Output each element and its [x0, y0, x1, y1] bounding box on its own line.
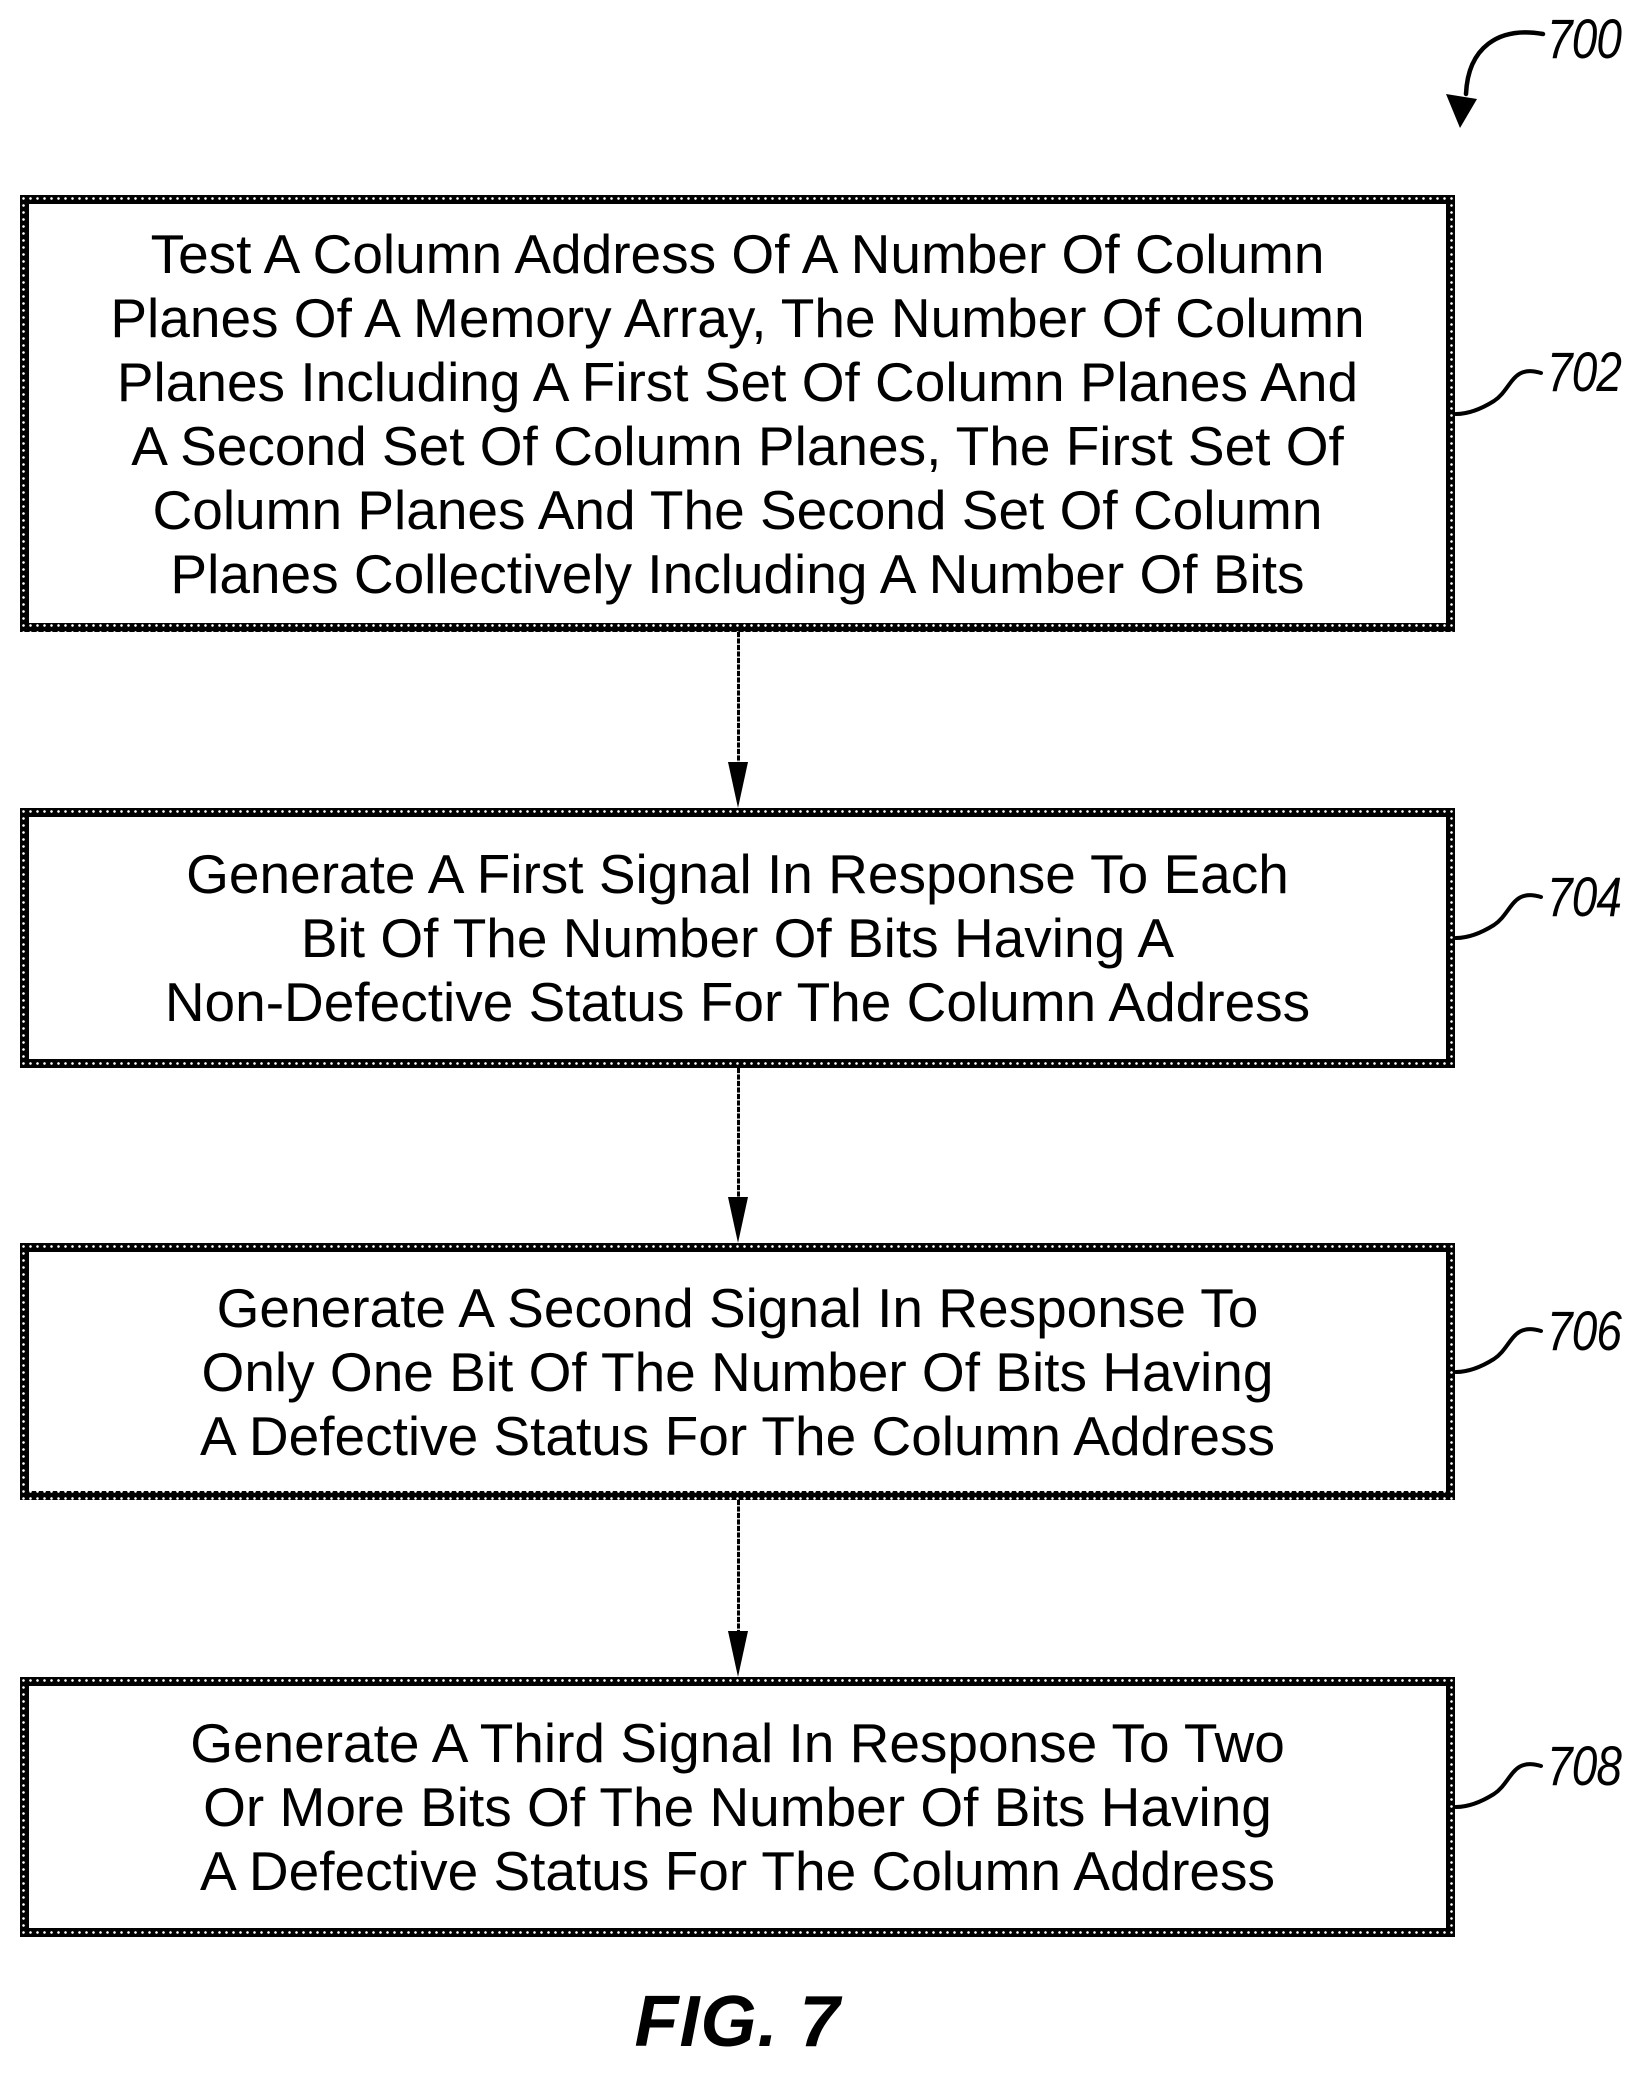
step-702-line-3: Planes Including A First Set Of Column P… [116, 350, 1359, 413]
flow-arrow-3-head-icon [728, 1631, 748, 1677]
ref-700-arrowhead-icon [1446, 94, 1477, 128]
step-box-702-inner: Test A Column Address Of A Number Of Col… [29, 204, 1446, 623]
step-702-line-6: Planes Collectively Including A Number O… [170, 542, 1305, 605]
step-702-line-2: Planes Of A Memory Array, The Number Of … [110, 286, 1365, 349]
flow-arrow-3-shaft [736, 1500, 740, 1631]
ref-label-704: 704 [1547, 865, 1622, 928]
step-box-706-inner: Generate A Second Signal In Response To … [29, 1252, 1446, 1491]
step-box-704: Generate A First Signal In Response To E… [20, 808, 1455, 1068]
step-box-702: Test A Column Address Of A Number Of Col… [20, 195, 1455, 632]
flow-arrow-2-head-icon [728, 1197, 748, 1243]
leader-line-702 [1454, 369, 1543, 416]
step-708-line-3: A Defective Status For The Column Addres… [199, 1840, 1276, 1902]
step-702-line-1: Test A Column Address Of A Number Of Col… [150, 222, 1325, 285]
step-704-line-2: Bit Of The Number Of Bits Having A [300, 907, 1175, 969]
step-706-line-3: A Defective Status For The Column Addres… [199, 1404, 1276, 1467]
flow-arrow-1-head-icon [728, 762, 748, 808]
step-706-line-1: Generate A Second Signal In Response To [216, 1276, 1259, 1339]
flow-arrow-3 [727, 1500, 749, 1677]
step-706-line-2: Only One Bit Of The Number Of Bits Havin… [201, 1340, 1274, 1403]
ref-label-702: 702 [1547, 340, 1622, 403]
step-708-line-2: Or More Bits Of The Number Of Bits Havin… [203, 1776, 1272, 1838]
step-704-line-3: Non-Defective Status For The Column Addr… [164, 971, 1311, 1033]
step-702-line-5: Column Planes And The Second Set Of Colu… [152, 478, 1323, 541]
flow-arrow-2 [727, 1068, 749, 1243]
ref-label-708: 708 [1547, 1734, 1622, 1797]
ref-700-arrow-curve [1463, 30, 1546, 97]
flow-arrow-2-shaft [736, 1068, 740, 1197]
leader-line-706 [1454, 1327, 1543, 1374]
ref-label-700: 700 [1547, 7, 1622, 70]
step-702-line-4: A Second Set Of Column Planes, The First… [131, 414, 1344, 477]
step-box-708-inner: Generate A Third Signal In Response To T… [29, 1686, 1446, 1928]
step-704-line-1: Generate A First Signal In Response To E… [186, 843, 1289, 905]
flow-arrow-1 [727, 632, 749, 808]
step-box-704-inner: Generate A First Signal In Response To E… [29, 817, 1446, 1059]
leader-line-704 [1454, 893, 1543, 940]
flow-arrow-1-shaft [736, 632, 740, 762]
step-708-line-1: Generate A Third Signal In Response To T… [190, 1712, 1285, 1774]
ref-label-706: 706 [1547, 1299, 1622, 1362]
figure-caption: FIG. 7 [634, 1982, 841, 2062]
leader-line-708 [1454, 1762, 1543, 1809]
step-box-706: Generate A Second Signal In Response To … [20, 1243, 1455, 1500]
step-box-708: Generate A Third Signal In Response To T… [20, 1677, 1455, 1937]
